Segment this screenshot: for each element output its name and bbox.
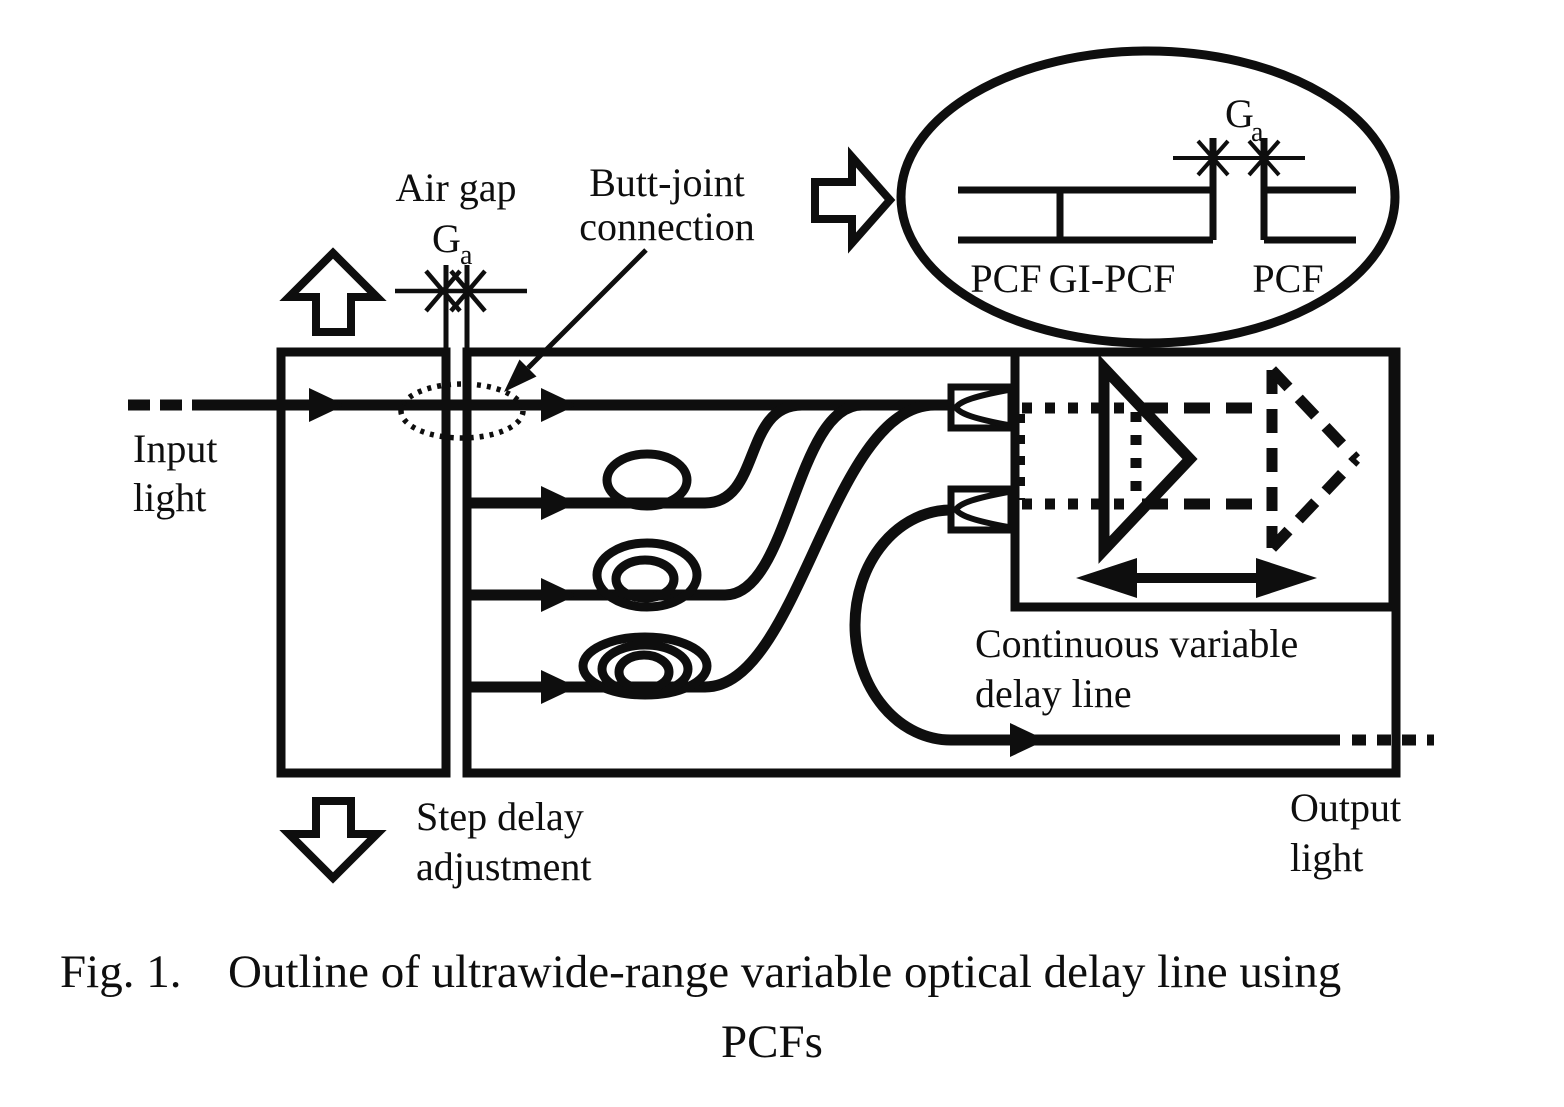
step-delay-left-block [276,347,451,778]
collimator-top [947,383,1015,432]
continuous-delay-label-line2: delay line [975,671,1132,716]
fiber-paths [128,399,1434,746]
air-gap-edge-lines [443,265,470,352]
figure-caption-line1: Outline of ultrawide-range variable opti… [228,946,1341,998]
prism-dashed-hypotenuse-top [1268,366,1360,463]
fiber-delay-coils [578,449,712,700]
coil-three-turns-inner [614,650,674,694]
prism-dashed-hypotenuse-bottom [1268,455,1360,552]
output-light-label-line2: light [1290,835,1363,880]
inset-label-pcf-right: PCF [1252,256,1323,301]
coil-two-turns-inner [611,555,679,603]
fiber-path-3 [467,399,863,601]
magnify-pointer-arrow-icon [811,146,896,254]
arrowhead-icon [541,578,577,612]
inset-fiber-lines [958,138,1356,244]
propagation-arrowheads [309,388,1046,757]
air-gap-symbol-sub: a [460,240,473,271]
butt-joint-leader [504,248,648,392]
arrowhead-icon [541,486,577,520]
inset-label-pcf-left: PCF [970,256,1041,301]
collimator-lens-icon [952,387,1009,428]
butt-joint-highlight-ellipse [398,381,526,441]
inset-gap-symbol: G [1225,91,1254,136]
continuous-delay-label-line1: Continuous variable [975,621,1298,666]
prism-solid-position [1098,354,1198,564]
prism-travel-arrow [1076,558,1317,598]
collimator-lens-icon [952,489,1009,530]
inset-label-gi-pcf: GI-PCF [1049,256,1176,301]
leader-arrowhead-icon [504,359,537,392]
figure-caption-line2: PCFs [721,1016,823,1068]
inset-ellipse [896,46,1400,348]
collimator-bottom [947,485,1015,534]
inset-gap-symbol-sub: a [1251,117,1264,148]
inset-magnified-joint [896,46,1400,348]
coil-one-turn [602,449,692,511]
output-light-label-line1: Output [1290,785,1401,830]
coil-two-turns-outer [592,538,702,612]
output-loop-fiber [849,504,1340,746]
arrowhead-icon [309,388,345,422]
input-light-label-line2: light [133,475,206,520]
arrowhead-icon [541,388,577,422]
step-delay-label-line2: adjustment [416,844,592,889]
fiber-path-4 [467,399,936,693]
arrowhead-icon [1010,723,1046,757]
butt-joint-label-line2: connection [579,204,755,249]
travel-arrowhead-left-icon [1076,558,1137,598]
air-gap-label: Air gap [395,165,516,210]
step-up-arrow-icon [279,247,387,336]
air-gap-symbol: G [432,216,461,261]
step-down-arrow-icon [279,797,387,884]
figure-number: Fig. 1. [60,946,181,998]
inset-dimension-arrows [1173,139,1305,177]
step-delay-label-line1: Step delay [416,794,584,839]
butt-joint-label-line1: Butt-joint [589,160,745,205]
travel-arrowhead-right-icon [1256,558,1317,598]
arrowhead-icon [541,670,577,704]
beam-outlines [1015,366,1360,552]
fiber-path-2 [467,399,803,509]
input-light-label-line1: Input [133,426,217,471]
air-gap-dimension-arrows [395,269,527,313]
